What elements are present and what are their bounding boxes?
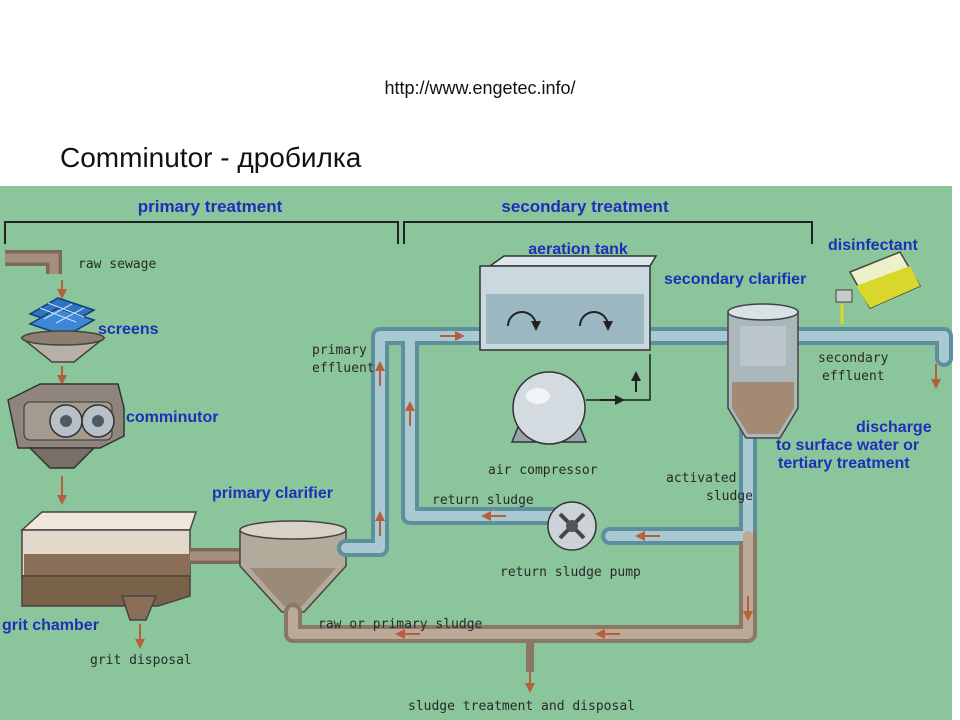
activated-sludge-label-1: activated (666, 471, 736, 486)
primary-treatment-label: primary treatment (138, 197, 283, 216)
primary-effluent-label-2: effluent (312, 361, 375, 376)
screens-label: screens (98, 321, 159, 338)
discharge-label-3: tertiary treatment (778, 455, 910, 472)
secondary-bracket (403, 221, 813, 244)
activated-sludge-label-2: sludge (706, 489, 753, 504)
secondary-clarifier-label: secondary clarifier (664, 271, 806, 288)
secondary-clarifier-unit (727, 303, 799, 439)
return-sludge-pump-label: return sludge pump (500, 565, 641, 580)
primary-bracket (4, 221, 399, 244)
grit-chamber-unit (20, 511, 198, 621)
discharge-label-1: discharge (856, 419, 932, 436)
comminutor-unit (7, 383, 125, 469)
aeration-tank-unit (479, 255, 658, 351)
grit-disposal-label: grit disposal (90, 653, 192, 668)
sludge-treatment-label: sludge treatment and disposal (408, 699, 635, 714)
secondary-effluent-label-1: secondary (818, 351, 889, 366)
primary-clarifier-label: primary clarifier (212, 485, 333, 502)
wastewater-process-diagram: primary treatment secondary treatment ra… (0, 186, 960, 720)
aeration-tank-label: aeration tank (528, 241, 628, 258)
raw-sewage-label: raw sewage (78, 257, 156, 272)
air-compressor-label: air compressor (488, 463, 598, 478)
secondary-treatment-label: secondary treatment (501, 197, 669, 216)
disinfectant-container (835, 251, 922, 324)
discharge-label-2: to surface water or (776, 437, 919, 454)
flow-arrows (375, 331, 941, 639)
slide-title: Comminutor - дробилка (60, 142, 362, 173)
comminutor-label: comminutor (126, 409, 218, 426)
return-sludge-pump-unit (547, 501, 597, 551)
primary-effluent-label-1: primary (312, 343, 367, 358)
primary-clarifier-unit (239, 520, 347, 613)
raw-primary-sludge-label: raw or primary sludge (318, 617, 483, 632)
disinfectant-label: disinfectant (828, 237, 918, 254)
air-compressor-unit (510, 371, 588, 445)
secondary-effluent-label-2: effluent (822, 369, 885, 384)
source-url: http://www.engetec.info/ (384, 78, 576, 98)
return-sludge-label: return sludge (432, 493, 534, 508)
screens-unit (19, 297, 107, 363)
grit-chamber-label: grit chamber (2, 617, 99, 634)
